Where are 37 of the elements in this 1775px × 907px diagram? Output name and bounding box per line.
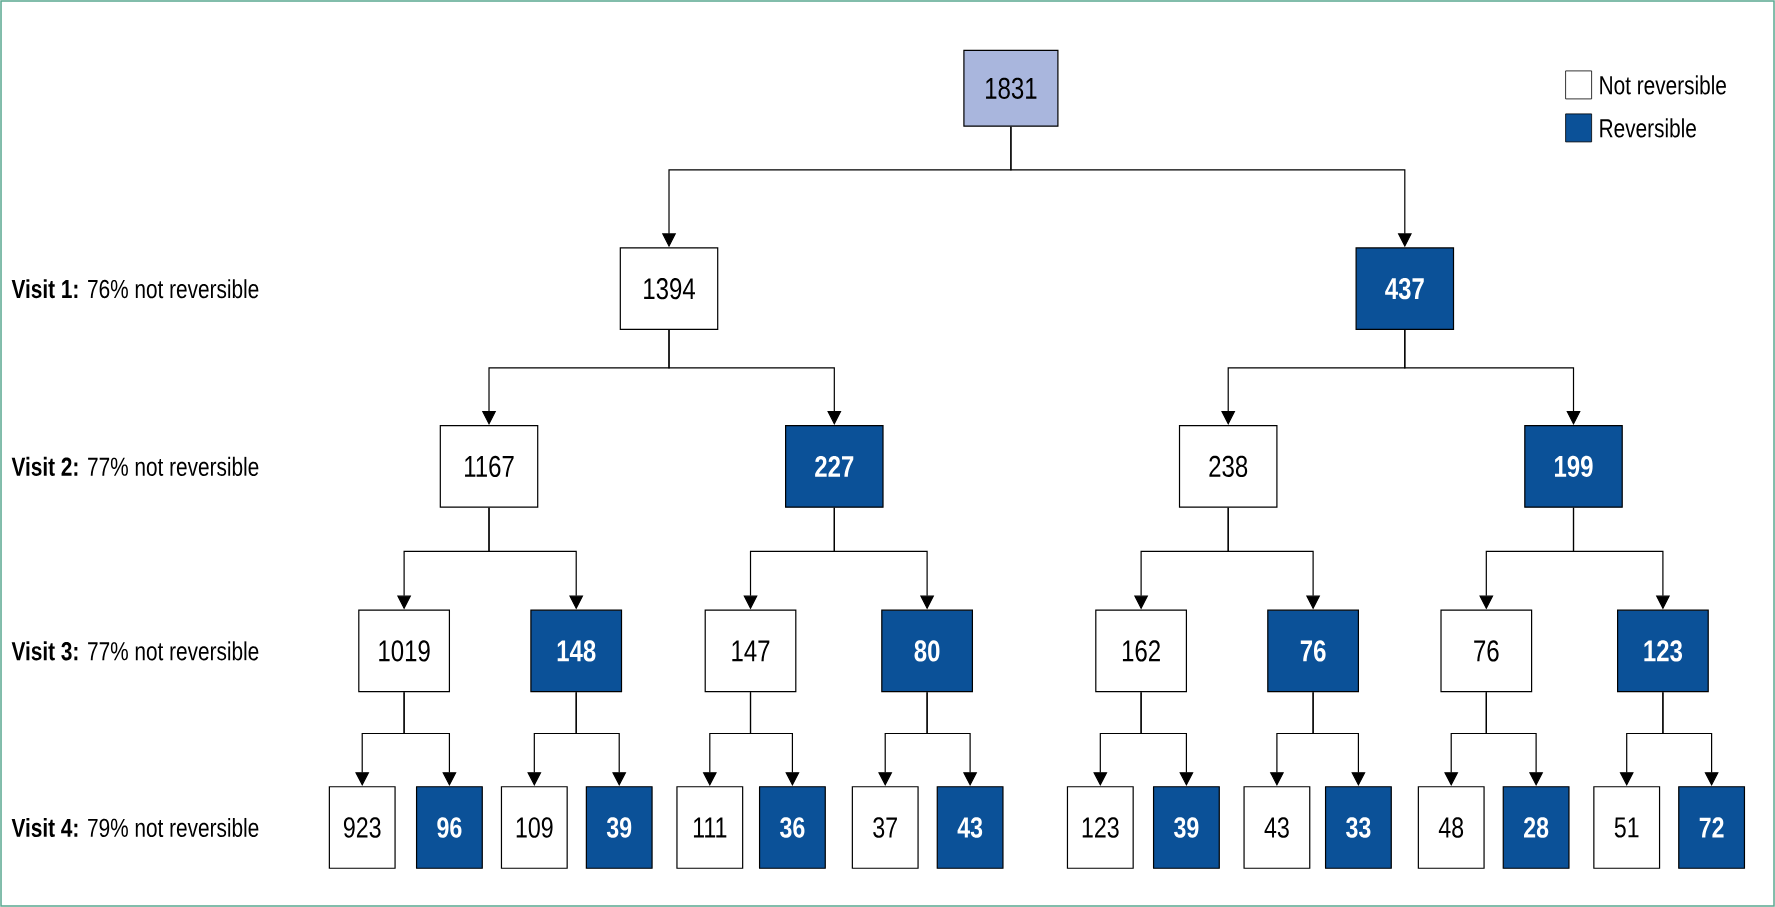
count-box: 238 bbox=[1178, 425, 1278, 508]
count-box: 43 bbox=[1243, 786, 1311, 869]
count-box: 80 bbox=[881, 609, 973, 693]
count-box: 227 bbox=[785, 425, 884, 508]
legend-label: Reversible bbox=[1600, 118, 1696, 138]
visit-label: Visit 1: 76% not reversible bbox=[11, 279, 259, 299]
count-box: 76 bbox=[1267, 609, 1359, 693]
count-box: 51 bbox=[1593, 786, 1661, 869]
count-box: 39 bbox=[1152, 786, 1220, 869]
count-box: 43 bbox=[936, 786, 1004, 869]
count-box: 96 bbox=[415, 786, 483, 869]
count-box: 1394 bbox=[619, 247, 719, 331]
visit-label: Visit 3: 77% not reversible bbox=[11, 641, 259, 661]
count-box: 28 bbox=[1502, 786, 1570, 869]
count-box: 123 bbox=[1617, 609, 1709, 693]
count-box: 36 bbox=[758, 786, 826, 869]
count-box: 76 bbox=[1440, 609, 1533, 693]
count-box: 148 bbox=[530, 609, 623, 693]
count-box: 39 bbox=[585, 786, 653, 869]
count-box: 48 bbox=[1417, 786, 1485, 869]
count-box: 199 bbox=[1524, 425, 1623, 508]
count-box: 72 bbox=[1678, 786, 1746, 869]
count-box: 437 bbox=[1355, 247, 1455, 331]
count-box: 162 bbox=[1095, 609, 1187, 693]
visit-label: Visit 4: 79% not reversible bbox=[11, 817, 259, 838]
count-box: 111 bbox=[676, 786, 744, 869]
count-box: 923 bbox=[328, 786, 396, 869]
count-box: 1167 bbox=[439, 425, 539, 508]
count-box: 123 bbox=[1066, 786, 1134, 869]
count-box: 109 bbox=[500, 786, 568, 869]
visit-label: Visit 2: 77% not reversible bbox=[11, 456, 259, 476]
count-box: 37 bbox=[851, 786, 919, 869]
legend-label: Not reversible bbox=[1600, 75, 1726, 95]
count-box: 147 bbox=[704, 609, 797, 693]
count-box: 1831 bbox=[963, 49, 1059, 127]
count-box: 33 bbox=[1324, 786, 1392, 869]
count-box: 1019 bbox=[358, 609, 450, 693]
